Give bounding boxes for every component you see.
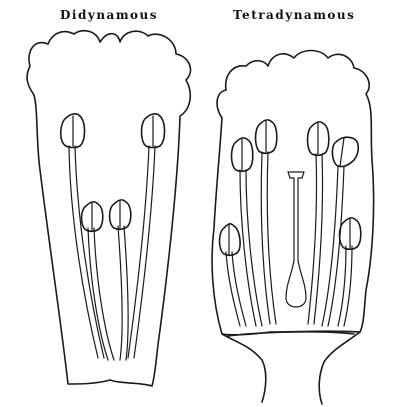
tetradynamous-stamen-long-1 xyxy=(256,120,277,324)
didynamous-stamen-long-1 xyxy=(61,114,104,358)
tetradynamous-stamen-short-2 xyxy=(338,218,361,326)
didynamous-stamen-short-2 xyxy=(110,200,131,360)
didynamous-corolla-outline xyxy=(27,31,190,386)
tetradynamous-stamen-long-2 xyxy=(232,138,263,326)
tetradynamous-stamen-long-3 xyxy=(308,122,329,324)
tetradynamous-stamen-short-1 xyxy=(220,224,247,326)
tetradynamous-flower xyxy=(212,51,374,405)
didynamous-stamen-long-2 xyxy=(128,114,165,358)
tetradynamous-pistil xyxy=(286,172,306,307)
didynamous-flower xyxy=(27,31,190,386)
tetradynamous-calyx xyxy=(222,332,360,404)
didynamous-stamen-short-1 xyxy=(82,202,115,360)
